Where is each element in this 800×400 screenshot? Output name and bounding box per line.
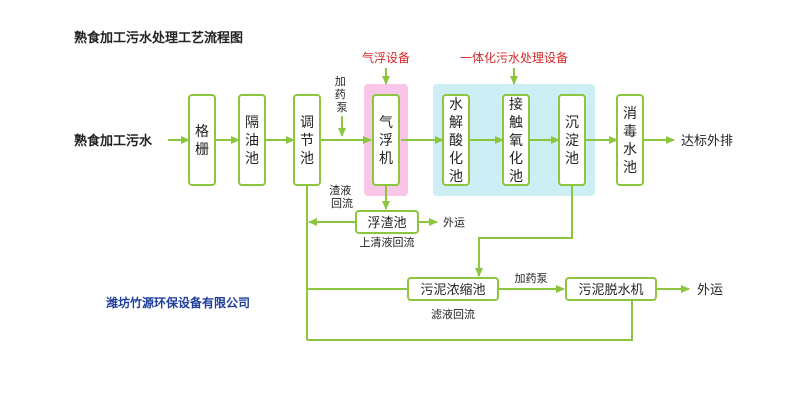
adjust-tank-box (293, 94, 321, 186)
return-dewater-to-adjust (307, 300, 633, 341)
air-flotation-label: 气浮机 (379, 115, 393, 167)
discharge-label: 达标外排 (681, 134, 733, 149)
contact-oxidation-label: 接触氧化池 (509, 96, 523, 185)
contact-oxidation-box (502, 94, 530, 186)
company-label: 潍坊竹源环保设备有限公司 (105, 295, 250, 310)
oil-separator-box (238, 94, 266, 186)
settling-tank-box (558, 94, 586, 186)
adjust-tank-label: 调节池 (300, 115, 314, 167)
scum-return-label: 渣液 回流 (329, 183, 355, 210)
air-flotation-box (372, 94, 400, 186)
sludge-out-label: 外运 (697, 283, 723, 298)
grille-box (188, 94, 216, 186)
dewater-label: 污泥脱水机 (578, 283, 643, 298)
grille-label: 格栅 (195, 124, 209, 158)
dosing-pump-v-char-3: 泵 (337, 101, 348, 114)
diagram-title: 熟食加工污水处理工艺流程图 (74, 30, 243, 46)
dosing-pump-h-label: 加药泵 (515, 272, 548, 285)
settling-tank-label: 沉淀池 (565, 115, 579, 167)
hydrolysis-box (442, 94, 470, 186)
hydrolysis-label: 水解酸化池 (449, 97, 463, 185)
dosing-pump-v-char-1: 加 (335, 75, 346, 88)
source-label: 熟食加工污水 (74, 133, 153, 149)
scum-out-label: 外运 (443, 216, 465, 229)
oil-separator-label: 隔油池 (245, 115, 259, 167)
sludge-thickener-label: 污泥浓缩池 (420, 282, 485, 298)
dosing-pump-v-label: 加 药 泵 (335, 75, 350, 114)
dosing-pump-v-char-2: 药 (335, 88, 346, 101)
filtrate-return-label: 滤液回流 (431, 307, 475, 321)
disinfection-box (616, 94, 644, 186)
airflot-label: 气浮设备 (362, 50, 410, 65)
integrated-label: 一体化污水处理设备 (460, 51, 568, 65)
scum-tank-label: 浮渣池 (367, 216, 406, 231)
disinfection-label: 消毒水池 (623, 106, 637, 176)
supernatant-return-label: 上清液回流 (360, 235, 415, 249)
flow-settle-sludge (475, 185, 573, 277)
